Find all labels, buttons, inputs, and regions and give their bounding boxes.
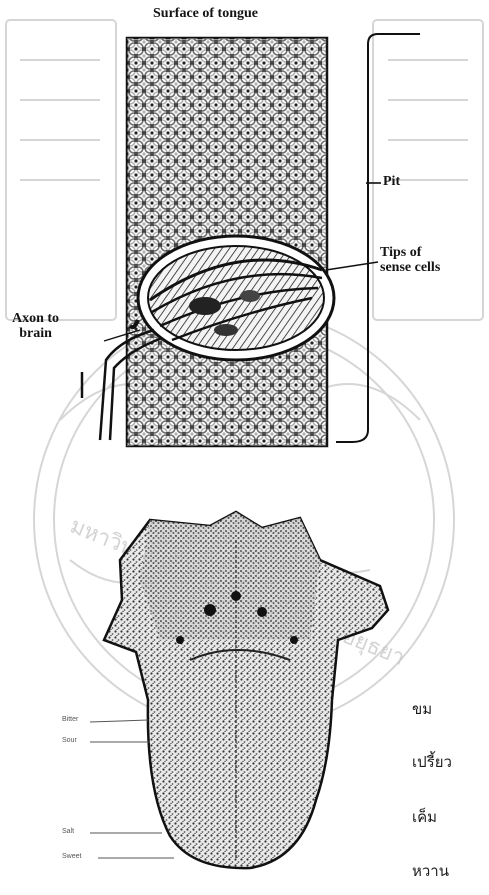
taste-bud [138,236,334,360]
zone-label-sweet: Sweet [62,853,81,860]
tips-label-line2: sense cells [380,261,440,276]
surface-of-tongue-label: Surface of tongue [153,7,258,22]
thai-label-salty: เค็ม [412,805,437,829]
tips-of-sense-cells-label: Tips of sense cells [380,246,440,275]
tips-label-line1: Tips of [380,246,440,261]
thai-label-sour: เปรี้ยว [412,750,452,774]
tips-pointer [326,262,378,270]
axon-to-brain-label: Axon to brain [12,312,59,341]
axon-label-line1: Axon to [12,312,59,327]
axon-label-line2: brain [12,327,59,342]
thai-label-sweet: หวาน [412,859,449,883]
pit-label: Pit [383,175,400,190]
tongue-diagram [104,512,388,868]
pit-bracket [336,34,420,442]
thai-label-bitter: ขม [412,697,432,721]
zone-label-bitter: Bitter [62,716,78,723]
zone-label-sour: Sour [62,737,77,744]
zone-label-salt: Salt [62,828,74,835]
